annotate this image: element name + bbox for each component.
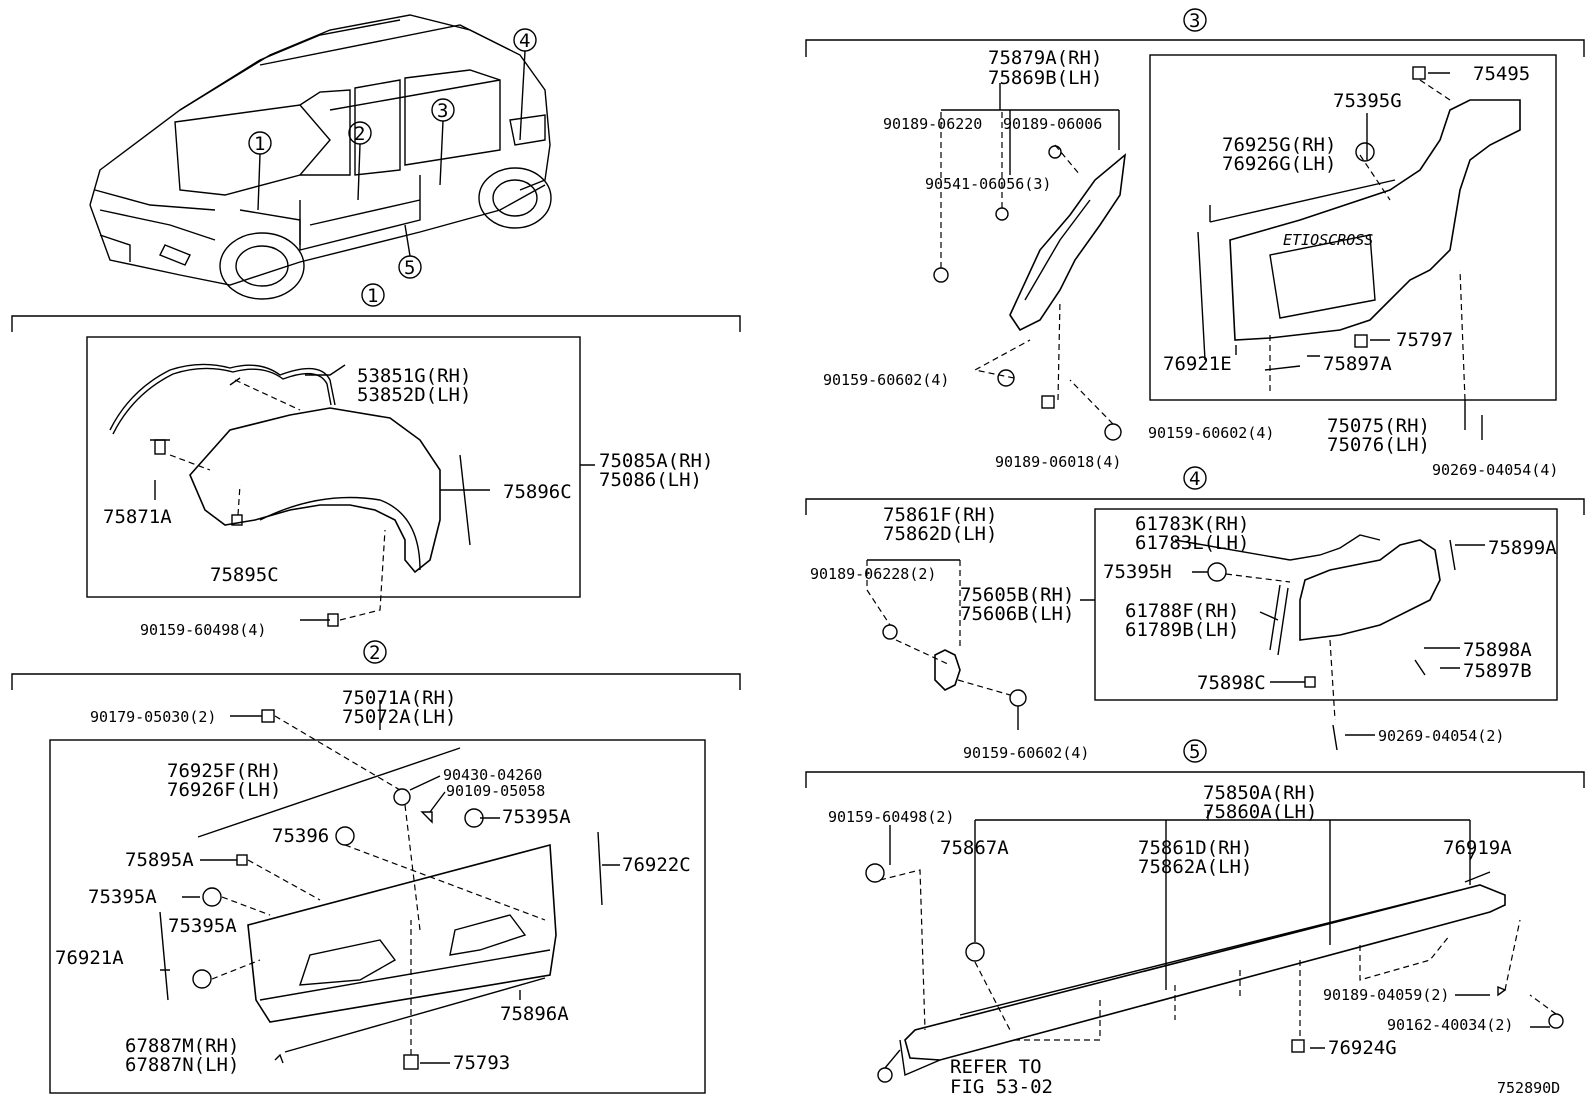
label-75075: 75075(RH) xyxy=(1327,415,1430,437)
label-75862D: 75862D(LH) xyxy=(883,523,997,545)
label-75076: 75076(LH) xyxy=(1327,434,1430,456)
label-76926F: 76926F(LH) xyxy=(167,779,281,801)
label-90189-06228: 90189-06228(2) xyxy=(810,565,936,583)
label-75606B: 75606B(LH) xyxy=(960,603,1074,625)
label-90109-05058: 90109-05058 xyxy=(446,782,545,800)
label-75086: 75086(LH) xyxy=(599,469,702,491)
section-2-number: 2 xyxy=(369,642,380,664)
section-5-number: 5 xyxy=(1189,741,1200,763)
car-illustration xyxy=(89,14,552,300)
label-90159-60498-2: 90159-60498(2) xyxy=(828,808,954,826)
callout-3: 3 xyxy=(437,100,448,122)
label-76921A: 76921A xyxy=(55,947,124,969)
callout-2: 2 xyxy=(354,123,365,145)
label-75869B: 75869B(LH) xyxy=(988,67,1102,89)
section-3: 3 ETIOSCROSS 75879A(RH) 75869B(LH) 90189… xyxy=(805,8,1585,479)
label-75896A: 75896A xyxy=(500,1003,569,1025)
section-4: 4 75861F(RH) 75862D(LH) 90189-06228(2) 7… xyxy=(805,466,1585,762)
label-61783K: 61783K(RH) xyxy=(1135,513,1249,535)
label-75495: 75495 xyxy=(1473,63,1530,85)
label-76919A: 76919A xyxy=(1443,837,1512,859)
label-fig-53-02: FIG 53-02 xyxy=(950,1076,1053,1098)
label-75395G: 75395G xyxy=(1333,90,1402,112)
label-75862A: 75862A(LH) xyxy=(1138,856,1252,878)
label-90269-04054-2: 90269-04054(2) xyxy=(1378,727,1504,745)
section-1-number: 1 xyxy=(367,285,378,307)
label-90159-60602-a: 90159-60602(4) xyxy=(823,371,949,389)
label-75605B: 75605B(RH) xyxy=(960,584,1074,606)
section-5: 5 75850A(RH) 75860A(LH) 90159-60498(2) 7… xyxy=(805,739,1585,1098)
callout-4: 4 xyxy=(519,30,530,52)
label-75395H: 75395H xyxy=(1103,561,1172,583)
label-90189-06220: 90189-06220 xyxy=(883,115,982,133)
label-75897B: 75897B xyxy=(1463,660,1532,682)
label-90159-60498: 90159-60498(4) xyxy=(140,621,266,639)
label-90159-60602-b: 90159-60602(4) xyxy=(1148,424,1274,442)
label-90189-06006: 90189-06006 xyxy=(1003,115,1102,133)
label-90189-06018: 90189-06018(4) xyxy=(995,453,1121,471)
label-76921E: 76921E xyxy=(1163,353,1232,375)
label-76925G: 76925G(RH) xyxy=(1222,134,1336,156)
label-90269-04054-4: 90269-04054(4) xyxy=(1432,461,1558,479)
label-75897A: 75897A xyxy=(1323,353,1392,375)
callout-1: 1 xyxy=(254,133,265,155)
label-75895C: 75895C xyxy=(210,564,279,586)
section-3-number: 3 xyxy=(1189,10,1200,32)
label-53851G: 53851G(RH) xyxy=(357,365,471,387)
label-75793: 75793 xyxy=(453,1052,510,1074)
label-76925F: 76925F(RH) xyxy=(167,760,281,782)
label-75071A: 75071A(RH) xyxy=(342,687,456,709)
label-90541-06056: 90541-06056(3) xyxy=(925,175,1051,193)
callout-5: 5 xyxy=(404,257,415,279)
label-76924G: 76924G xyxy=(1328,1037,1397,1059)
label-75867A: 75867A xyxy=(940,837,1009,859)
label-75861F: 75861F(RH) xyxy=(883,504,997,526)
label-75899A: 75899A xyxy=(1488,537,1557,559)
label-53852D: 53852D(LH) xyxy=(357,384,471,406)
label-67887M: 67887M(RH) xyxy=(125,1035,239,1057)
label-75896C: 75896C xyxy=(503,481,572,503)
label-75395A-left1: 75395A xyxy=(88,886,157,908)
label-75860A: 75860A(LH) xyxy=(1203,801,1317,823)
label-75395A-left2: 75395A xyxy=(168,915,237,937)
label-76926G: 76926G(LH) xyxy=(1222,153,1336,175)
label-76922C: 76922C xyxy=(622,854,691,876)
label-75797: 75797 xyxy=(1396,329,1453,351)
label-75898C: 75898C xyxy=(1197,672,1266,694)
label-75898A: 75898A xyxy=(1463,639,1532,661)
label-90430-04260: 90430-04260 xyxy=(443,766,542,784)
label-75871A: 75871A xyxy=(103,506,172,528)
svg-text:ETIOSCROSS: ETIOSCROSS xyxy=(1283,231,1373,249)
label-90179-05030: 90179-05030(2) xyxy=(90,708,216,726)
label-61783L: 61783L(LH) xyxy=(1135,532,1249,554)
label-61789B: 61789B(LH) xyxy=(1125,619,1239,641)
label-61788F: 61788F(RH) xyxy=(1125,600,1239,622)
section-2: 2 75071A(RH) 75072A(LH) 90179-05030(2) 7… xyxy=(11,640,741,1094)
label-90189-04059: 90189-04059(2) xyxy=(1323,986,1449,1004)
label-75072A: 75072A(LH) xyxy=(342,706,456,728)
label-75850A: 75850A(RH) xyxy=(1203,782,1317,804)
section-1: 1 53851G(RH) 53852D(LH) 75085A(RH) 75086… xyxy=(11,283,741,639)
label-refer-to: REFER TO xyxy=(950,1056,1042,1078)
car-callouts: 1 2 3 4 5 xyxy=(248,28,537,279)
label-75879A: 75879A(RH) xyxy=(988,47,1102,69)
figure-id: 752890D xyxy=(1497,1079,1560,1097)
label-75085A: 75085A(RH) xyxy=(599,450,713,472)
section-4-number: 4 xyxy=(1189,468,1200,490)
label-90159-60602-c: 90159-60602(4) xyxy=(963,744,1089,762)
label-75396: 75396 xyxy=(272,825,329,847)
label-67887N: 67887N(LH) xyxy=(125,1054,239,1076)
label-90162-40034: 90162-40034(2) xyxy=(1387,1016,1513,1034)
label-75395A-top: 75395A xyxy=(502,806,571,828)
label-75895A: 75895A xyxy=(125,849,194,871)
label-75861D: 75861D(RH) xyxy=(1138,837,1252,859)
